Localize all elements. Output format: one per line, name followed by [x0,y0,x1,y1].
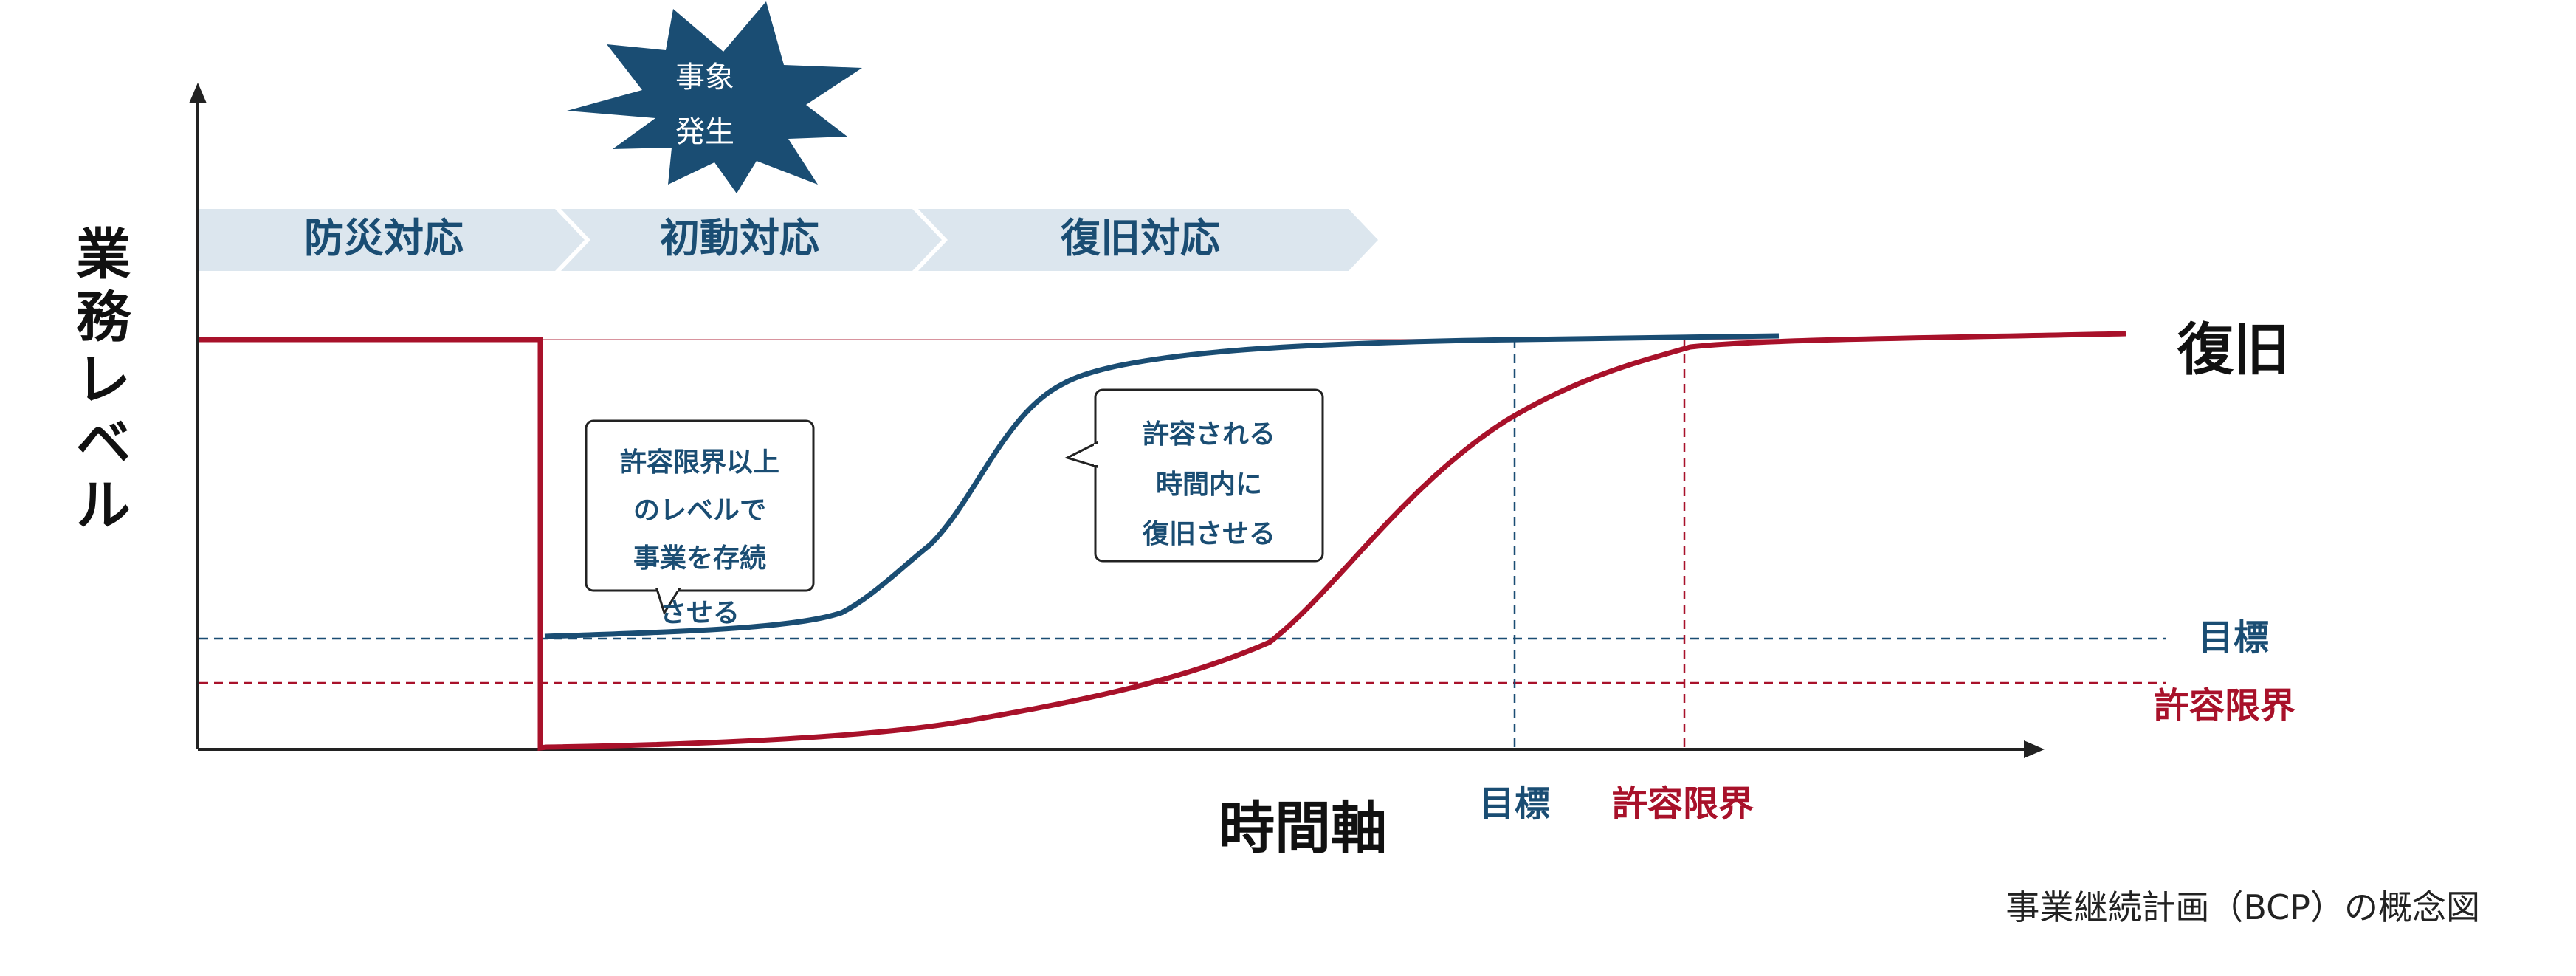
phase-chevron-2 [561,209,942,271]
phase-bar: 防災対応 初動対応 復旧対応 [199,209,1378,271]
callout-right-line-3: 復旧させる [1142,519,1275,549]
phase-chevron-3 [918,209,1378,271]
callout-left-tail-mask [658,585,678,591]
callout-left-line-3: 事業を存続 [633,543,766,574]
y-axis-label-char-3: レ [76,348,131,412]
axes [189,83,2045,758]
callout-right-line-2: 時間内に [1156,470,1262,500]
callout-right-tail-mask [1094,444,1099,465]
y-axis-label-char-4: ベ [76,411,131,475]
y-axis-label: 業 務 レ ベ ル [76,223,132,537]
blue-curve [544,333,1780,639]
target-level-label: 目標 [2198,617,2269,659]
x-axis-label: 時間軸 [1219,795,1387,861]
callout-right: 許容される 時間内に 復旧させる [1064,388,1324,563]
recovery-label: 復旧 [2177,317,2290,382]
event-burst-shape [567,1,862,193]
target-time-label: 目標 [1479,783,1550,825]
y-axis-label-char-5: ル [76,474,131,537]
callout-left-line-1: 許容限界以上 [620,447,779,478]
y-axis-arrow [189,83,207,103]
tolerance-level-label: 許容限界 [2154,685,2296,726]
phase-label-fukkyu: 復旧対応 [1060,215,1220,261]
callout-right-line-1: 許容される [1143,419,1275,450]
red-curve [199,331,2126,751]
callout-left: 許容限界以上 のレベルで 事業を存続 させる [585,419,815,628]
callout-left-line-4: させる [660,598,740,628]
y-axis-label-char-2: 務 [76,286,132,349]
callout-right-tail [1064,441,1098,469]
phase-label-shodou: 初動対応 [660,215,819,261]
y-axis-label-char-1: 業 [76,223,131,286]
caption: 事業継続計画（BCP）の概念図 [2005,887,2480,927]
event-burst-line-1: 事象 [675,61,734,94]
x-axis-arrow [2024,740,2045,758]
curves [199,331,2126,751]
callout-right-box [1094,388,1324,563]
tolerance-time-label: 許容限界 [1612,783,1754,825]
phase-chevron-1 [199,209,585,271]
callout-left-line-2: のレベルで [633,495,766,526]
event-burst: 事象 発生 [567,1,862,193]
callout-left-box [585,419,815,592]
event-burst-line-2: 発生 [675,115,734,149]
phase-label-bousai: 防災対応 [304,215,464,261]
